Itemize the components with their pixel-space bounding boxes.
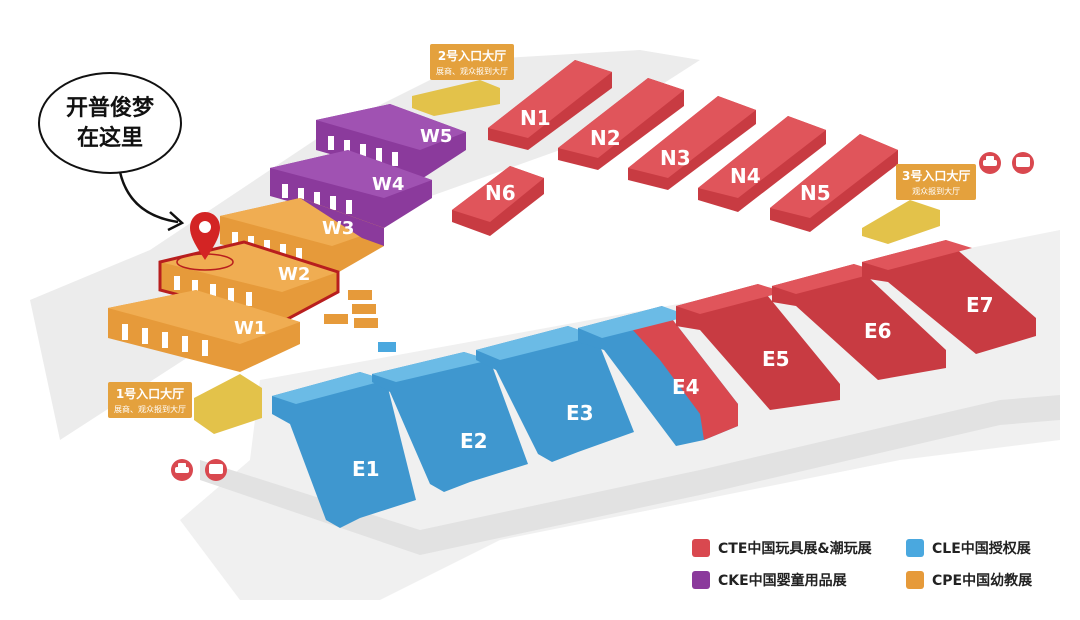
- legend-item-cle: CLE中国授权展: [906, 538, 1031, 558]
- legend-swatch-cle: [906, 539, 924, 557]
- hall-w1[interactable]: W1: [108, 290, 300, 372]
- kiosks: [324, 290, 396, 352]
- hall-e5[interactable]: E5: [676, 284, 840, 410]
- hall-n6[interactable]: N6: [452, 166, 544, 236]
- bus-icon: [1012, 152, 1034, 174]
- hall-w5[interactable]: W5: [316, 104, 466, 180]
- legend-swatch-cpe: [906, 571, 924, 589]
- road-south: [200, 395, 1060, 555]
- hall-w4[interactable]: W4: [270, 150, 432, 228]
- legend-label-cpe: CPE中国幼教展: [932, 573, 1033, 589]
- hall-n2[interactable]: N2: [558, 78, 684, 170]
- entrance-sub-1: 展商、观众报到大厅: [114, 405, 186, 414]
- callout-arrow: [118, 171, 179, 224]
- map-pin-icon[interactable]: [190, 212, 220, 260]
- callout-line-2: 在这里: [76, 125, 143, 151]
- legend-item-cke: CKE中国婴童用品展: [692, 570, 847, 590]
- callout-arrowhead: [167, 211, 185, 232]
- bus-icon: [205, 459, 227, 481]
- hall-label-w2: W2: [278, 264, 310, 285]
- entrance-label-2[interactable]: 2号入口大厅 展商、观众报到大厅: [430, 44, 514, 80]
- entrance-label-1[interactable]: 1号入口大厅 展商、观众报到大厅: [108, 382, 192, 418]
- legend-item-cte: CTE中国玩具展&潮玩展: [692, 538, 872, 558]
- hall-label-e2: E2: [460, 429, 488, 453]
- hall-e6[interactable]: E6: [772, 264, 946, 380]
- hall-n5[interactable]: N5: [770, 134, 898, 232]
- entrance-building-2: [412, 80, 500, 116]
- hall-n4[interactable]: N4: [698, 116, 826, 212]
- hall-label-n5: N5: [800, 181, 831, 205]
- legend-swatch-cke: [692, 571, 710, 589]
- entrance-title-2: 2号入口大厅: [437, 49, 507, 63]
- hall-label-w3: W3: [322, 218, 354, 239]
- hall-n3[interactable]: N3: [628, 96, 756, 190]
- entrance-building-3: [862, 200, 940, 244]
- hall-label-w4: W4: [372, 174, 404, 195]
- legend-label-cte: CTE中国玩具展&潮玩展: [718, 541, 872, 557]
- hall-label-n3: N3: [660, 146, 691, 170]
- hall-n1[interactable]: N1: [488, 60, 612, 150]
- hall-label-e6: E6: [864, 319, 892, 343]
- callout-line-1: 开普俊梦: [65, 95, 154, 121]
- entrance-building-1: [194, 374, 262, 434]
- hall-w2-highlight: [158, 240, 340, 324]
- hall-e2[interactable]: E2: [372, 352, 528, 492]
- entrance-label-3[interactable]: 3号入口大厅 观众报到大厅: [896, 164, 977, 200]
- taxi-icon: [171, 459, 193, 481]
- hall-label-e5: E5: [762, 347, 790, 371]
- legend-swatch-cte: [692, 539, 710, 557]
- hall-w3[interactable]: W3: [220, 198, 384, 276]
- hall-label-w5: W5: [420, 126, 452, 147]
- legend-label-cke: CKE中国婴童用品展: [718, 573, 847, 589]
- entrance-sub-3: 观众报到大厅: [912, 187, 961, 196]
- hall-label-e3: E3: [566, 401, 594, 425]
- hall-label-e1: E1: [352, 457, 380, 481]
- hall-label-n4: N4: [730, 164, 761, 188]
- hall-label-n1: N1: [520, 106, 551, 130]
- legend-item-cpe: CPE中国幼教展: [906, 570, 1032, 590]
- hall-label-w1: W1: [234, 318, 266, 339]
- entrance-sub-2: 展商、观众报到大厅: [436, 67, 508, 76]
- hall-label-n2: N2: [590, 126, 621, 150]
- hall-e1[interactable]: E1: [272, 372, 416, 528]
- hall-e7[interactable]: E7: [862, 240, 1036, 354]
- hall-label-e7: E7: [966, 293, 994, 317]
- entrance-title-3: 3号入口大厅: [902, 169, 971, 183]
- entrance-title-1: 1号入口大厅: [115, 387, 185, 401]
- hall-label-e4: E4: [672, 375, 700, 399]
- taxi-icon: [979, 152, 1001, 174]
- hall-label-n6: N6: [485, 181, 516, 205]
- legend-label-cle: CLE中国授权展: [932, 541, 1031, 557]
- hall-e3[interactable]: E3: [476, 326, 634, 462]
- callout-bubble: 开普俊梦 在这里: [38, 72, 182, 174]
- hall-e4[interactable]: E4: [578, 306, 738, 446]
